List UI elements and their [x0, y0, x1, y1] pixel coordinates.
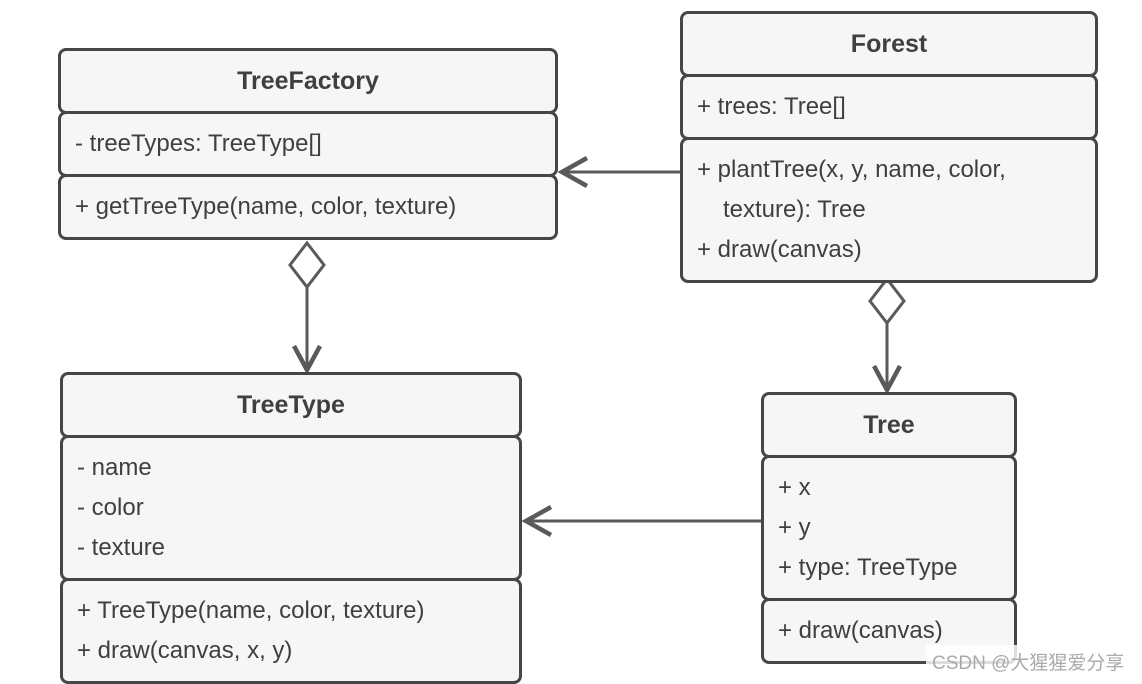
- class-methods-treefactory: + getTreeType(name, color, texture): [58, 174, 558, 240]
- edge-tree-to-treetype: [521, 505, 761, 537]
- member-line: + type: TreeType: [778, 554, 958, 581]
- member-line: + draw(canvas): [697, 236, 862, 263]
- class-attributes-tree: + x + y + type: TreeType: [761, 455, 1017, 601]
- member-line: + plantTree(x, y, name, color, texture):…: [697, 156, 1006, 223]
- member-line: + draw(canvas, x, y): [77, 637, 293, 664]
- class-attributes-forest: + trees: Tree[]: [680, 74, 1098, 140]
- class-attributes-treetype: - name - color - texture: [60, 435, 522, 581]
- class-attributes-treefactory: - treeTypes: TreeType[]: [58, 111, 558, 177]
- member-line: - name: [77, 454, 152, 481]
- aggregation-diamond-icon: [868, 276, 906, 326]
- member-line: - color: [77, 494, 144, 521]
- open-arrow-icon: [292, 344, 322, 375]
- open-arrow-icon: [557, 156, 589, 188]
- member-line: - treeTypes: TreeType[]: [75, 130, 322, 157]
- class-methods-forest: + plantTree(x, y, name, color, texture):…: [680, 137, 1098, 283]
- class-box-tree: Tree + x + y + type: TreeType + draw(canva…: [761, 392, 1017, 664]
- open-arrow-icon: [872, 364, 902, 395]
- class-title-tree: Tree: [761, 392, 1017, 458]
- member-line: + getTreeType(name, color, texture): [75, 193, 457, 220]
- edge-forest-to-treefactory: [557, 156, 680, 188]
- member-line: + draw(canvas): [778, 617, 943, 644]
- member-line: - texture: [77, 534, 166, 561]
- member-line: + x: [778, 474, 811, 501]
- class-title-treefactory: TreeFactory: [58, 48, 558, 114]
- aggregation-diamond-icon: [288, 240, 326, 290]
- watermark: CSDN @大猩猩爱分享: [926, 645, 1142, 682]
- class-title-treetype: TreeType: [60, 372, 522, 438]
- edge-forest-to-tree: [868, 276, 906, 395]
- open-arrow-icon: [521, 505, 553, 537]
- edge-treefactory-to-treetype: [288, 240, 326, 375]
- class-box-treetype: TreeType - name - color - texture + TreeTy…: [60, 372, 522, 684]
- class-title-forest: Forest: [680, 11, 1098, 77]
- class-box-treefactory: TreeFactory - treeTypes: TreeType[] + ge…: [58, 48, 558, 240]
- member-line: + trees: Tree[]: [697, 93, 846, 120]
- member-line: + TreeType(name, color, texture): [77, 597, 425, 624]
- class-box-forest: Forest + trees: Tree[] + plantTree(x, y,…: [680, 11, 1098, 283]
- class-methods-treetype: + TreeType(name, color, texture) + draw(c…: [60, 578, 522, 684]
- member-line: + y: [778, 514, 811, 541]
